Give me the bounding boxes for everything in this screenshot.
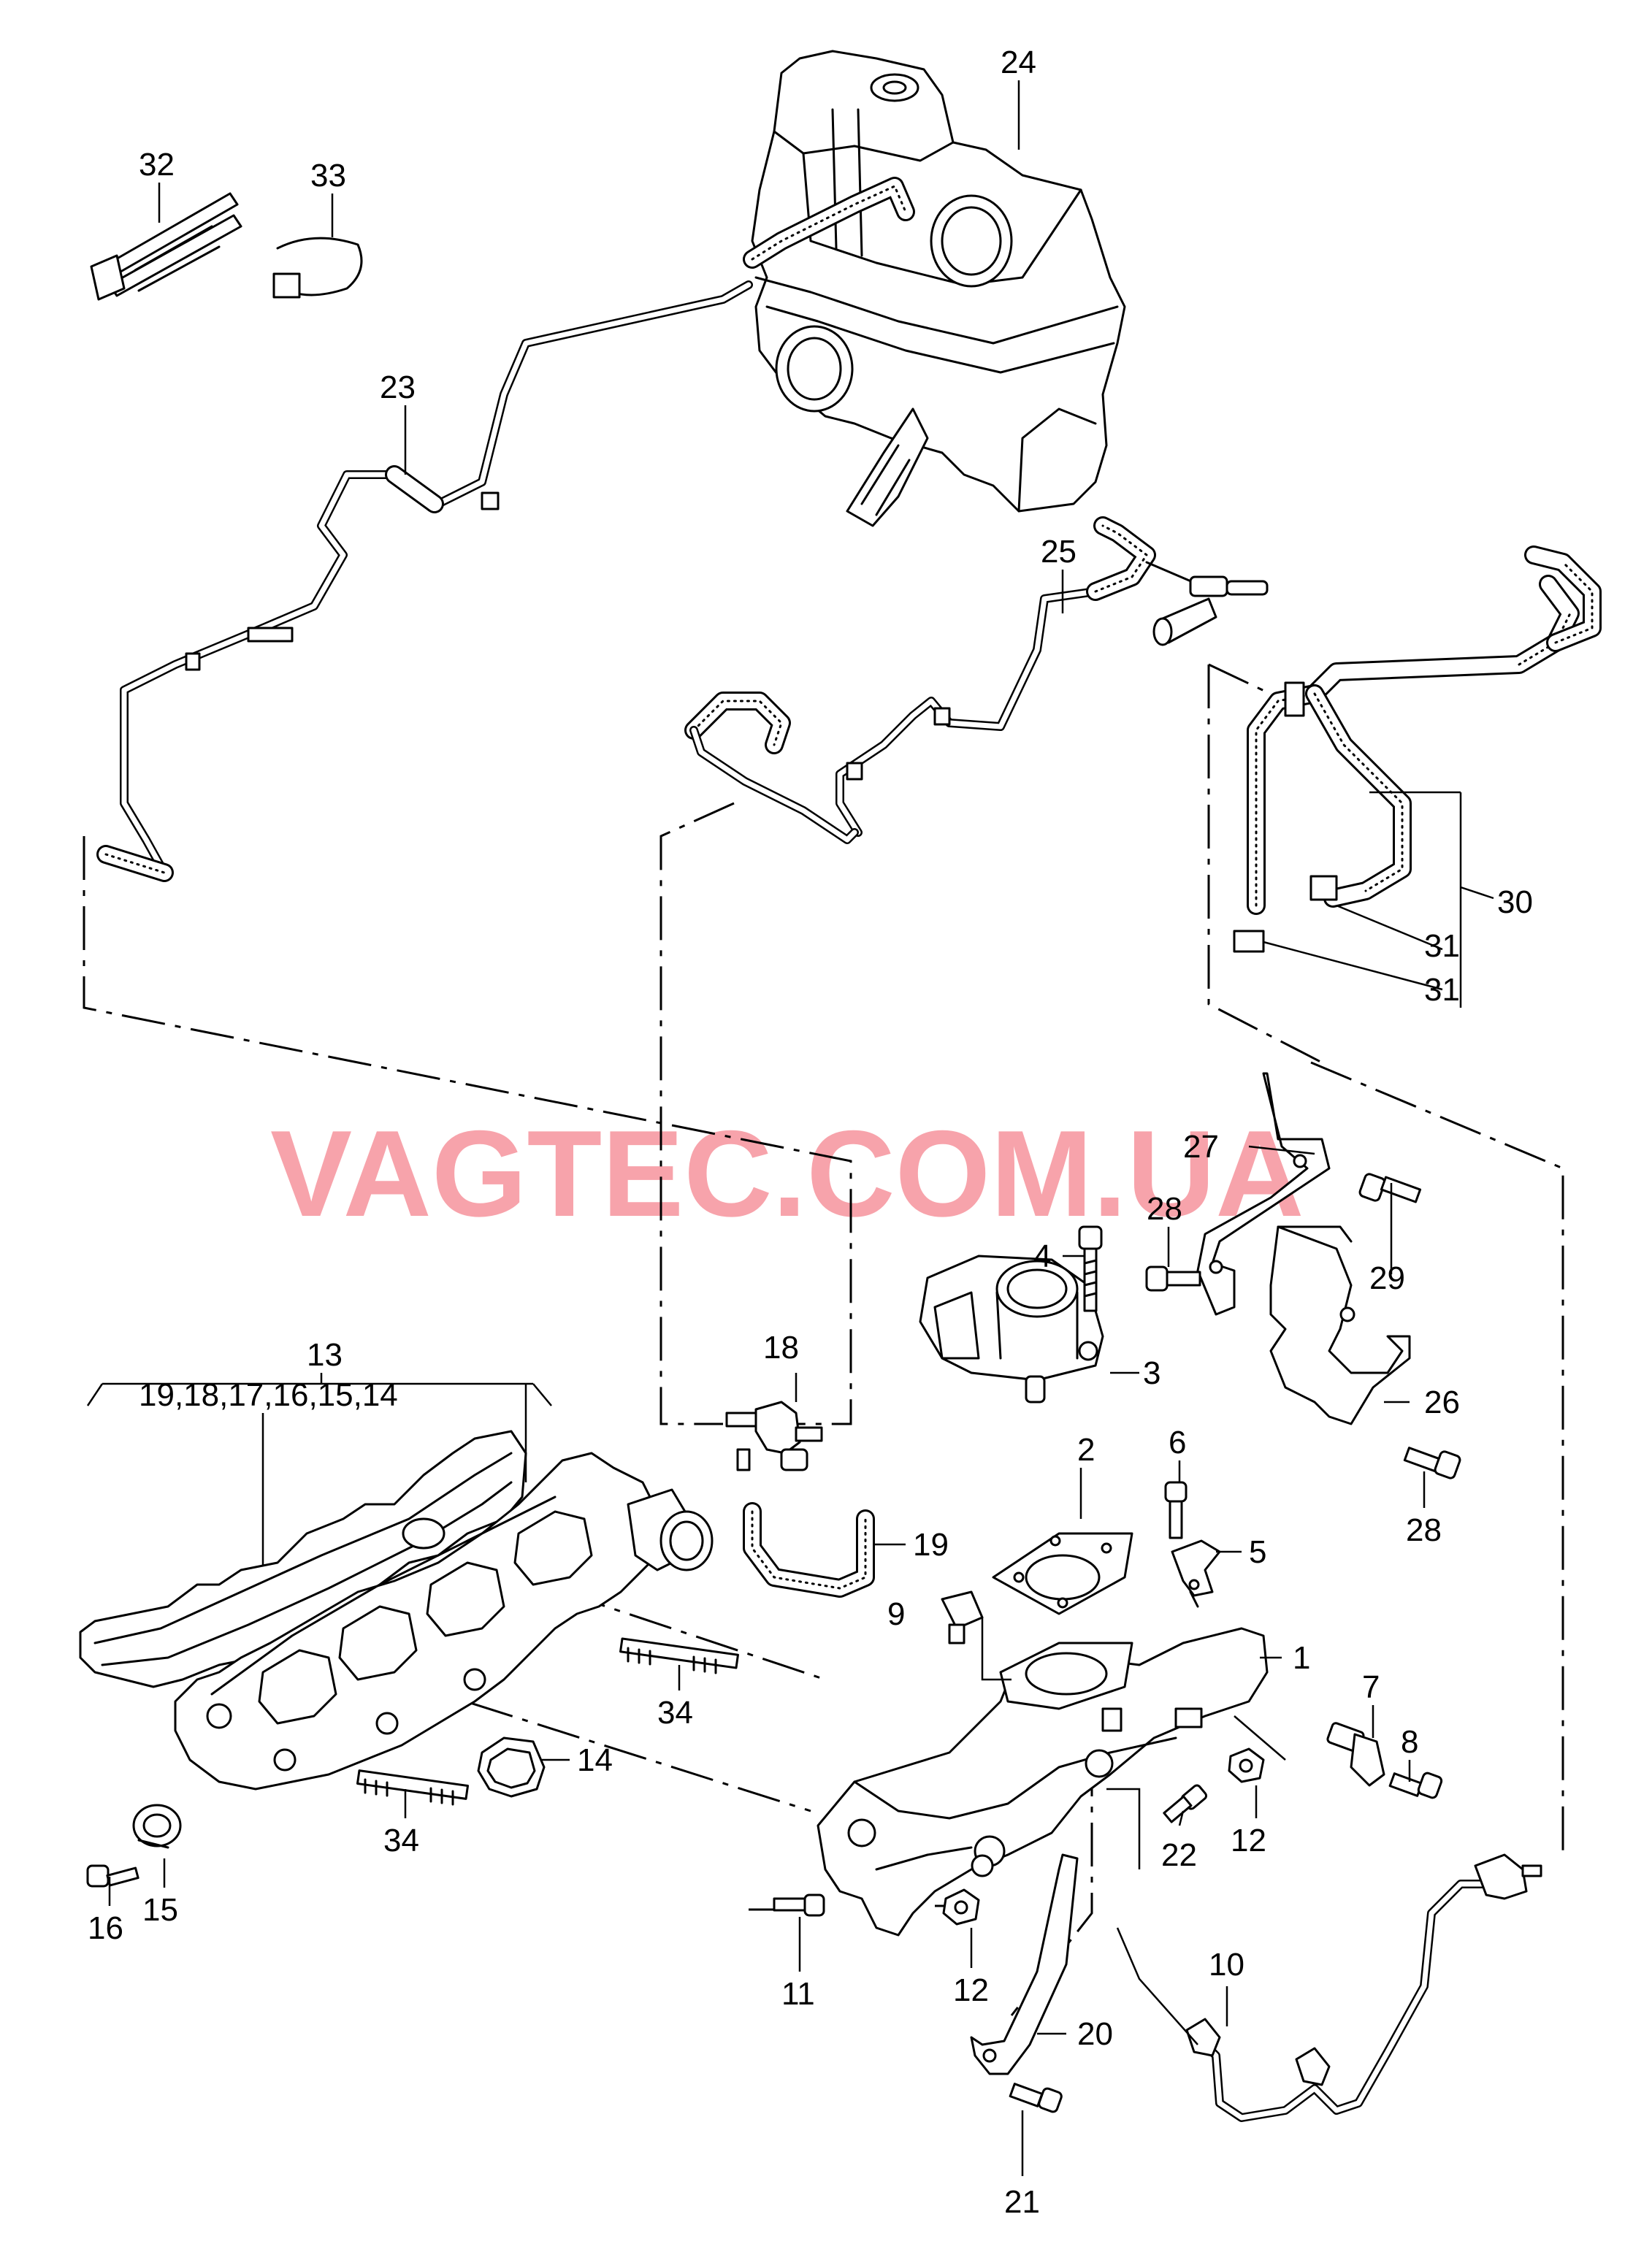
callout-7: 7: [1362, 1669, 1380, 1705]
callout-12-right: 12: [1231, 1823, 1266, 1858]
air-filter-housing: [751, 50, 1126, 527]
leader-lines: [86, 80, 1494, 2176]
callout-13: 13: [307, 1337, 343, 1373]
callout-19: 19: [913, 1527, 949, 1563]
hose-clamp: [272, 237, 363, 299]
coolant-hose-assembly: [1233, 545, 1602, 953]
callout-18: 18: [763, 1330, 799, 1366]
flap-15: [132, 1804, 182, 1849]
bolt-11: [773, 1893, 825, 1917]
callout-33: 33: [310, 158, 346, 194]
bolt-21: [1009, 2083, 1063, 2113]
bracket-5: [1171, 1539, 1221, 1597]
callout-32: 32: [139, 147, 175, 183]
callout-28-lower: 28: [1406, 1512, 1442, 1548]
nut-12-right: [1228, 1747, 1265, 1783]
stud-34-lower: [356, 1769, 470, 1806]
callout-13-group: 19,18,17,16,15,14: [139, 1377, 398, 1413]
callout-8: 8: [1401, 1724, 1418, 1760]
callout-20: 20: [1077, 2016, 1113, 2052]
intake-manifold: [817, 1590, 1269, 1937]
callout-10: 10: [1209, 1947, 1244, 1983]
bracket-27: [1196, 1072, 1331, 1316]
bolt-28-lower: [1403, 1447, 1461, 1479]
cable-ties: [90, 192, 242, 301]
pipe-10: [1185, 1853, 1542, 2122]
callout-5: 5: [1249, 1534, 1266, 1570]
callout-21: 21: [1004, 2184, 1040, 2220]
vacuum-line-long: [96, 280, 753, 882]
callout-labels: 24 32 33 23 25 30 31 31 27 28 29 26 28 4…: [88, 45, 1533, 2220]
gasket-2: [992, 1532, 1133, 1615]
valve-18: [725, 1401, 823, 1471]
hose-19: [743, 1502, 875, 1598]
watermark-text: VAGTEC.COM.UA: [270, 1105, 1304, 1242]
manifold-gasket: [79, 1430, 527, 1688]
callout-30: 30: [1497, 884, 1533, 920]
callout-4: 4: [1033, 1238, 1051, 1274]
sensor-7: [1326, 1722, 1385, 1787]
assembly-dash-lines: [83, 663, 1564, 2016]
callout-31-upper: 31: [1424, 928, 1460, 964]
callout-25: 25: [1041, 534, 1077, 570]
support-bracket-20: [970, 1853, 1079, 2075]
vacuum-hose-25: [835, 516, 1269, 837]
callout-24: 24: [1001, 45, 1036, 80]
sensor-9: [941, 1590, 984, 1644]
bolt-4: [1078, 1225, 1103, 1312]
callout-2: 2: [1077, 1432, 1095, 1468]
callout-26: 26: [1424, 1385, 1460, 1420]
callout-6: 6: [1169, 1425, 1186, 1460]
callout-15: 15: [142, 1892, 178, 1928]
callout-11: 11: [781, 1976, 815, 2012]
callout-29: 29: [1369, 1260, 1405, 1296]
callout-12-lower: 12: [953, 1972, 989, 2008]
callout-28-upper: 28: [1147, 1191, 1182, 1227]
bolt-28-upper: [1145, 1265, 1201, 1292]
callout-22: 22: [1161, 1837, 1197, 1873]
callout-23: 23: [380, 369, 416, 405]
callout-14: 14: [577, 1742, 613, 1778]
callout-31-lower: 31: [1424, 972, 1460, 1008]
breather-hose-short: [743, 177, 915, 269]
vacuum-hose-bend: [684, 692, 859, 844]
callout-34-upper: 34: [657, 1695, 693, 1731]
callout-27: 27: [1183, 1129, 1219, 1165]
nut-12-lower: [942, 1888, 980, 1926]
bolt-22: [1163, 1784, 1208, 1823]
bracket-26: [1269, 1225, 1411, 1425]
callout-3: 3: [1143, 1355, 1160, 1391]
callout-16: 16: [88, 1910, 123, 1946]
gasket-14: [477, 1736, 546, 1798]
callout-34-lower: 34: [383, 1823, 419, 1858]
bolt-29: [1358, 1173, 1422, 1203]
bolt-6: [1164, 1481, 1188, 1539]
bolt-16: [86, 1864, 139, 1888]
throttle-body: [919, 1255, 1104, 1404]
callout-9: 9: [887, 1596, 905, 1632]
stud-34-upper: [619, 1637, 739, 1674]
bolt-8: [1388, 1772, 1443, 1799]
callout-1: 1: [1293, 1640, 1310, 1676]
intake-manifold-left: [174, 1452, 714, 1791]
